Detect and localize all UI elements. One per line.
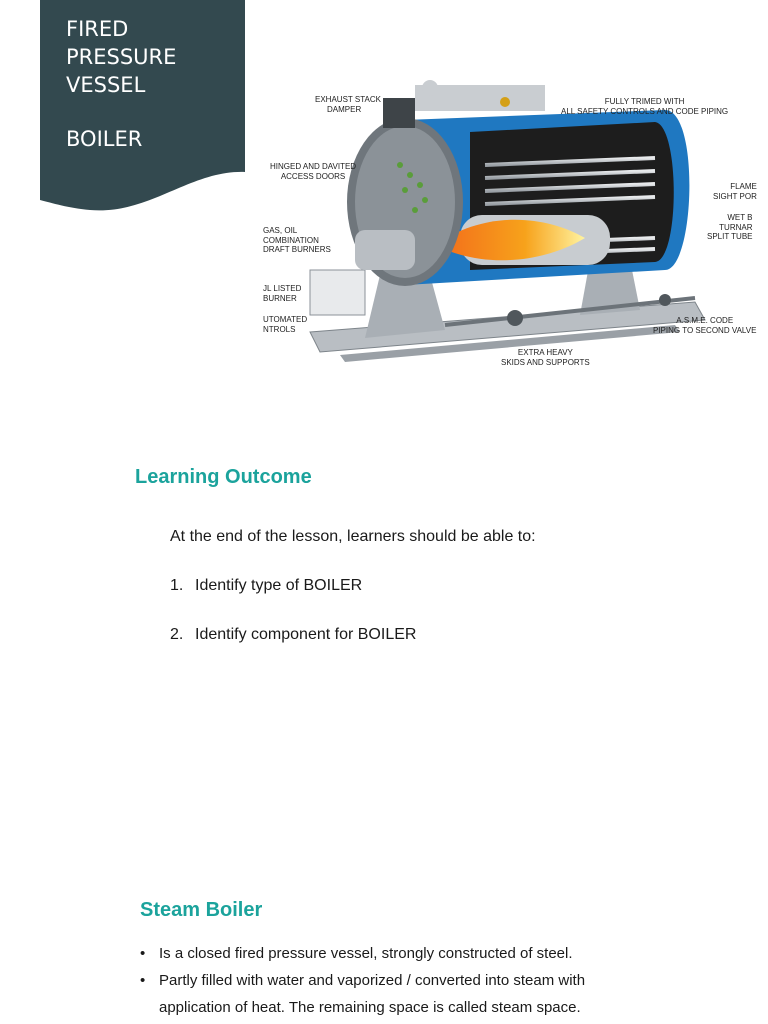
bullet-text: Is a closed fired pressure vessel, stron… [159, 945, 573, 962]
list-item-number: 2. [170, 626, 184, 643]
list-item: 2. Identify component for BOILER [170, 626, 416, 675]
bullet-icon: • [140, 945, 146, 962]
banner-title-line-1: FIRED [66, 17, 129, 41]
list-item-text: Identify component for BOILER [195, 626, 417, 643]
bullet-text: Partly filled with water and vaporized /… [159, 972, 586, 1016]
learning-outcome-heading: Learning Outcome [135, 466, 312, 488]
list-item-text: Identify type of BOILER [195, 577, 363, 594]
banner-title-line-3: VESSEL [66, 73, 146, 97]
banner-subtitle: BOILER [66, 127, 143, 151]
list-item-number: 1. [170, 577, 184, 594]
learning-outcome-list: 1. Identify type of BOILER 2. Identify c… [170, 577, 416, 675]
list-item: 1. Identify type of BOILER [170, 577, 416, 626]
steam-boiler-bullets: • Is a closed fired pressure vessel, str… [140, 940, 620, 1021]
learning-outcome-intro: At the end of the lesson, learners shoul… [170, 528, 536, 545]
title-banner: FIRED PRESSURE VESSEL BOILER [40, 0, 245, 215]
banner-text: FIRED PRESSURE VESSEL BOILER [66, 15, 176, 153]
steam-boiler-heading: Steam Boiler [140, 899, 263, 921]
bullet-icon: • [140, 972, 146, 989]
list-item: • Is a closed fired pressure vessel, str… [140, 940, 620, 967]
banner-title-line-2: PRESSURE [66, 45, 177, 69]
list-item: • Partly filled with water and vaporized… [140, 967, 620, 1021]
banner-shape [40, 0, 245, 211]
boiler-illustration [309, 80, 706, 362]
